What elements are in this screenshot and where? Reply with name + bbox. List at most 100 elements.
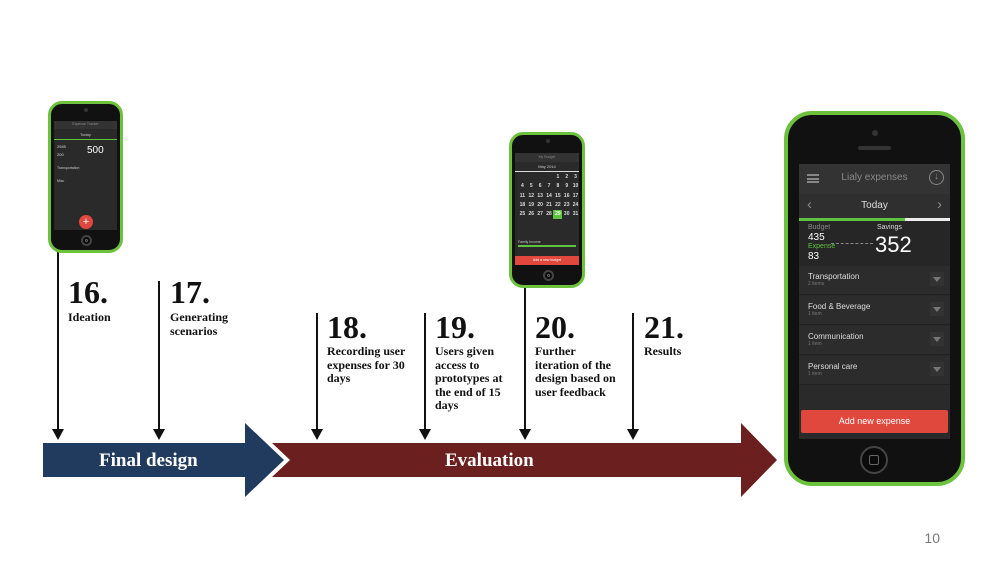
category-item[interactable]: Food & Beverage 1 item bbox=[799, 296, 950, 325]
category-sub: 1 item bbox=[808, 311, 822, 317]
step-18-number: 18. bbox=[327, 309, 367, 345]
phone-home-button bbox=[81, 235, 92, 246]
calendar-day[interactable]: 21 bbox=[546, 201, 552, 208]
add-expense-button[interactable]: Add new expense bbox=[801, 410, 948, 433]
calendar-day[interactable]: 7 bbox=[547, 183, 551, 190]
budget-progress-bar bbox=[799, 218, 905, 221]
calendar-empty-cell bbox=[518, 173, 527, 182]
step-17-line bbox=[158, 281, 160, 430]
calendar-day[interactable]: 10 bbox=[572, 183, 579, 190]
calendar-day[interactable]: 30 bbox=[563, 211, 570, 218]
phone-calendar-button[interactable]: Add a new budget bbox=[515, 256, 579, 265]
category-label: Communication bbox=[808, 332, 864, 341]
step-19-arrowhead bbox=[419, 429, 431, 440]
calendar-day[interactable]: 31 bbox=[572, 211, 579, 218]
phone-calendar-header bbox=[515, 153, 579, 162]
category-item[interactable]: Communication 1 item bbox=[799, 326, 950, 355]
calendar-day[interactable]: 24 bbox=[572, 201, 579, 208]
final-design-arrow bbox=[43, 423, 284, 497]
phone-calendar-title: My Budget bbox=[538, 155, 556, 159]
calendar-day[interactable]: 17 bbox=[572, 192, 579, 199]
calendar-day[interactable]: 4 bbox=[521, 183, 524, 190]
calendar-day[interactable]: 22 bbox=[555, 201, 561, 208]
expand-icon[interactable] bbox=[930, 302, 944, 316]
category-label: Food & Beverage bbox=[808, 302, 871, 311]
savings-value: 352 bbox=[875, 232, 912, 257]
budget-label: Budget bbox=[808, 224, 831, 231]
evaluation-label: Evaluation bbox=[445, 450, 534, 471]
step-17-number: 17. bbox=[170, 274, 210, 310]
phone-ideation-left-top: 2945 bbox=[57, 144, 66, 149]
step-19-number: 19. bbox=[435, 309, 475, 345]
step-17-text: Generating scenarios bbox=[170, 310, 228, 338]
calendar-day[interactable]: 25 bbox=[519, 211, 526, 218]
menu-icon[interactable] bbox=[807, 174, 819, 183]
calendar-day[interactable]: 16 bbox=[563, 192, 570, 199]
calendar-day[interactable]: 19 bbox=[528, 201, 535, 208]
expand-icon[interactable] bbox=[930, 272, 944, 286]
page-number: 10 bbox=[924, 530, 940, 546]
calendar-day[interactable]: 11 bbox=[519, 192, 526, 199]
phone-ideation-header bbox=[54, 121, 117, 129]
phone-ideation-bar bbox=[54, 139, 117, 140]
phone-ideation-title: Expense Tracker bbox=[72, 122, 99, 126]
calendar-day[interactable]: 8 bbox=[556, 183, 560, 190]
step-21-line bbox=[632, 313, 634, 430]
calendar-day[interactable]: 12 bbox=[528, 192, 535, 199]
calendar-day[interactable]: 3 bbox=[574, 174, 577, 180]
phone-ideation-add-button[interactable]: + bbox=[79, 215, 93, 229]
date-label: Today bbox=[861, 200, 888, 211]
step-19-text: Users given access to prototypes at the … bbox=[435, 344, 503, 412]
calendar-day[interactable]: 6 bbox=[538, 183, 542, 190]
download-icon[interactable]: ↓ bbox=[929, 170, 944, 185]
calendar-day[interactable]: 26 bbox=[528, 211, 535, 218]
phone-home-button bbox=[543, 270, 554, 281]
calendar-day[interactable]: 9 bbox=[565, 183, 569, 190]
calendar-day[interactable]: 5 bbox=[529, 183, 533, 190]
chevron-right-icon[interactable]: › bbox=[937, 196, 942, 213]
step-16-text: Ideation bbox=[68, 310, 111, 324]
phone-camera bbox=[872, 130, 878, 136]
app-title: Lialy expenses bbox=[841, 172, 908, 183]
phone-camera bbox=[84, 108, 88, 112]
summary-divider bbox=[831, 243, 873, 244]
category-label: Personal care bbox=[808, 362, 858, 371]
calendar-day[interactable]: 27 bbox=[537, 211, 543, 218]
step-21-arrowhead bbox=[627, 429, 639, 440]
phone-speaker bbox=[858, 146, 891, 150]
phone-ideation-left-bottom: 200 bbox=[57, 152, 64, 157]
calendar-day[interactable]: 2 bbox=[565, 174, 569, 180]
phone-ideation: Expense Tracker Today 2945 200 500 Trans… bbox=[48, 101, 123, 253]
calendar-day[interactable]: 15 bbox=[555, 192, 561, 199]
step-18-line bbox=[316, 313, 318, 430]
phone-calendar-progress bbox=[518, 245, 576, 247]
budget-value: 435 bbox=[808, 232, 825, 243]
category-item[interactable]: Transportation 2 items bbox=[799, 266, 950, 295]
expand-icon[interactable] bbox=[930, 362, 944, 376]
calendar-day[interactable]: 20 bbox=[537, 201, 543, 208]
step-18-text: Recording user expenses for 30 days bbox=[327, 344, 406, 385]
step-21-number: 21. bbox=[644, 309, 684, 345]
expand-icon[interactable] bbox=[930, 332, 944, 346]
category-sub: 2 items bbox=[808, 281, 825, 287]
chevron-left-icon[interactable]: ‹ bbox=[807, 196, 812, 213]
phone-final: Lialy expenses ↓ ‹ Today › Budget 435 Ex… bbox=[784, 111, 965, 486]
calendar-day[interactable]: 28 bbox=[546, 211, 552, 218]
expense-label: Expense bbox=[808, 243, 836, 250]
calendar-day[interactable]: 23 bbox=[563, 201, 570, 208]
calendar-day[interactable]: 1 bbox=[556, 174, 560, 180]
evaluation-arrow bbox=[272, 423, 777, 497]
calendar-day[interactable]: 29 bbox=[553, 210, 563, 220]
calendar-day[interactable]: 13 bbox=[537, 192, 543, 199]
phone-ideation-screen: Expense Tracker Today 2945 200 500 Trans… bbox=[54, 121, 117, 230]
phone-calendar-label: Family Income bbox=[518, 240, 541, 244]
phone-ideation-item-2: Misc bbox=[57, 179, 65, 183]
calendar-day[interactable]: 18 bbox=[519, 201, 526, 208]
expense-value: 83 bbox=[808, 251, 820, 262]
calendar-day[interactable]: 14 bbox=[546, 192, 552, 199]
calendar-empty-cell bbox=[527, 173, 536, 182]
category-item[interactable]: Personal care 1 item bbox=[799, 356, 950, 385]
